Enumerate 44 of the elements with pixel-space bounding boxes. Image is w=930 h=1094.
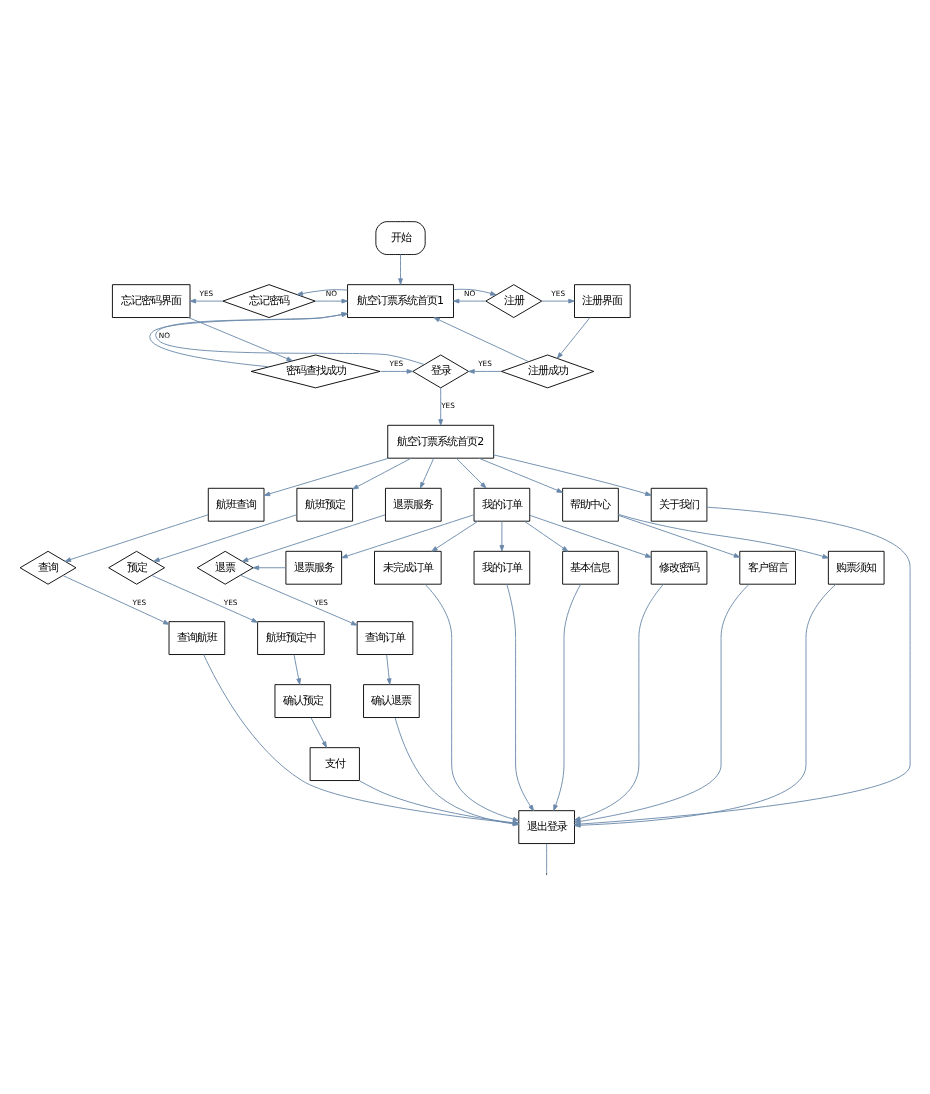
arrow <box>456 456 487 488</box>
arrow <box>62 574 170 624</box>
arrow <box>556 316 591 358</box>
arrow <box>453 297 486 303</box>
arrow <box>153 513 298 561</box>
arrow <box>524 519 569 551</box>
arrow <box>155 311 425 365</box>
arrow <box>310 716 327 747</box>
arrow <box>293 653 302 684</box>
arrow <box>296 288 348 295</box>
arrow <box>149 311 348 367</box>
arrow <box>240 573 358 625</box>
arrow <box>478 456 563 492</box>
arrow <box>493 453 652 495</box>
arrow <box>424 582 520 821</box>
arrow <box>433 316 529 361</box>
arrow <box>252 564 287 570</box>
arrow <box>314 297 348 303</box>
arrow <box>386 653 392 684</box>
arrow <box>574 582 664 820</box>
arrow <box>541 297 575 303</box>
arrow <box>431 519 479 551</box>
arrow <box>617 512 829 558</box>
arrow <box>499 519 505 551</box>
arrow <box>420 456 435 488</box>
arrow <box>189 297 224 303</box>
arrow <box>341 513 475 558</box>
arrow <box>618 513 741 557</box>
arrow <box>188 316 293 361</box>
arrow <box>241 513 386 561</box>
arrow <box>553 582 582 810</box>
arrow <box>379 368 413 373</box>
arrow <box>468 368 502 373</box>
arrow <box>506 582 535 811</box>
arrow <box>529 513 652 557</box>
arrow <box>64 513 209 561</box>
connector <box>546 842 548 874</box>
arrow <box>453 287 497 295</box>
arrow <box>263 456 389 496</box>
arrow <box>398 253 403 284</box>
arrow <box>151 573 258 622</box>
arrow <box>574 582 750 823</box>
arrow <box>438 386 444 425</box>
arrow <box>352 456 412 489</box>
